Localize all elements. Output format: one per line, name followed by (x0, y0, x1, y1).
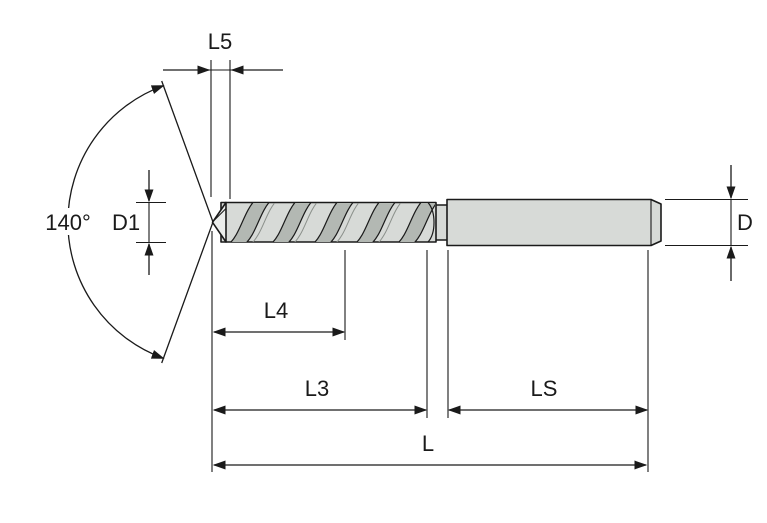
drill-shank (446, 198, 662, 247)
shank-diameter-label: D (737, 210, 753, 235)
cutting-diameter-label: D1 (112, 210, 140, 235)
l5-extension-lines (210, 60, 231, 199)
point-length-label: L5 (208, 29, 232, 54)
d1-extension-lines (136, 201, 166, 244)
d-extension-lines (665, 198, 748, 247)
flute-spiral-lines (230, 203, 435, 242)
dimension-d1: D1 (112, 170, 166, 275)
dimension-l5: L5 (163, 29, 283, 199)
shank-length-label: LS (531, 376, 558, 401)
drill-flute-bands (230, 203, 435, 242)
angle-leg-upper (161, 80, 214, 223)
flute-length-label: L3 (305, 376, 329, 401)
dimension-point-angle: 140° (36, 80, 214, 364)
flute-secondary-lines (252, 203, 402, 242)
overall-length-label: L (422, 431, 434, 456)
drill-point (211, 201, 227, 243)
dimension-l: L (211, 231, 649, 472)
drill-illustration (211, 198, 662, 247)
drill-point-facet-line (213, 208, 227, 222)
angle-label-halo (36, 208, 100, 235)
angle-leg-lower (161, 221, 214, 364)
dimension-ls: LS (447, 250, 649, 418)
dimension-l4: L4 (212, 250, 346, 340)
dimension-l3: L3 (212, 250, 428, 418)
dimension-d: D (665, 165, 753, 281)
point-angle-label: 140° (45, 210, 91, 235)
usable-flute-length-label: L4 (264, 298, 288, 323)
